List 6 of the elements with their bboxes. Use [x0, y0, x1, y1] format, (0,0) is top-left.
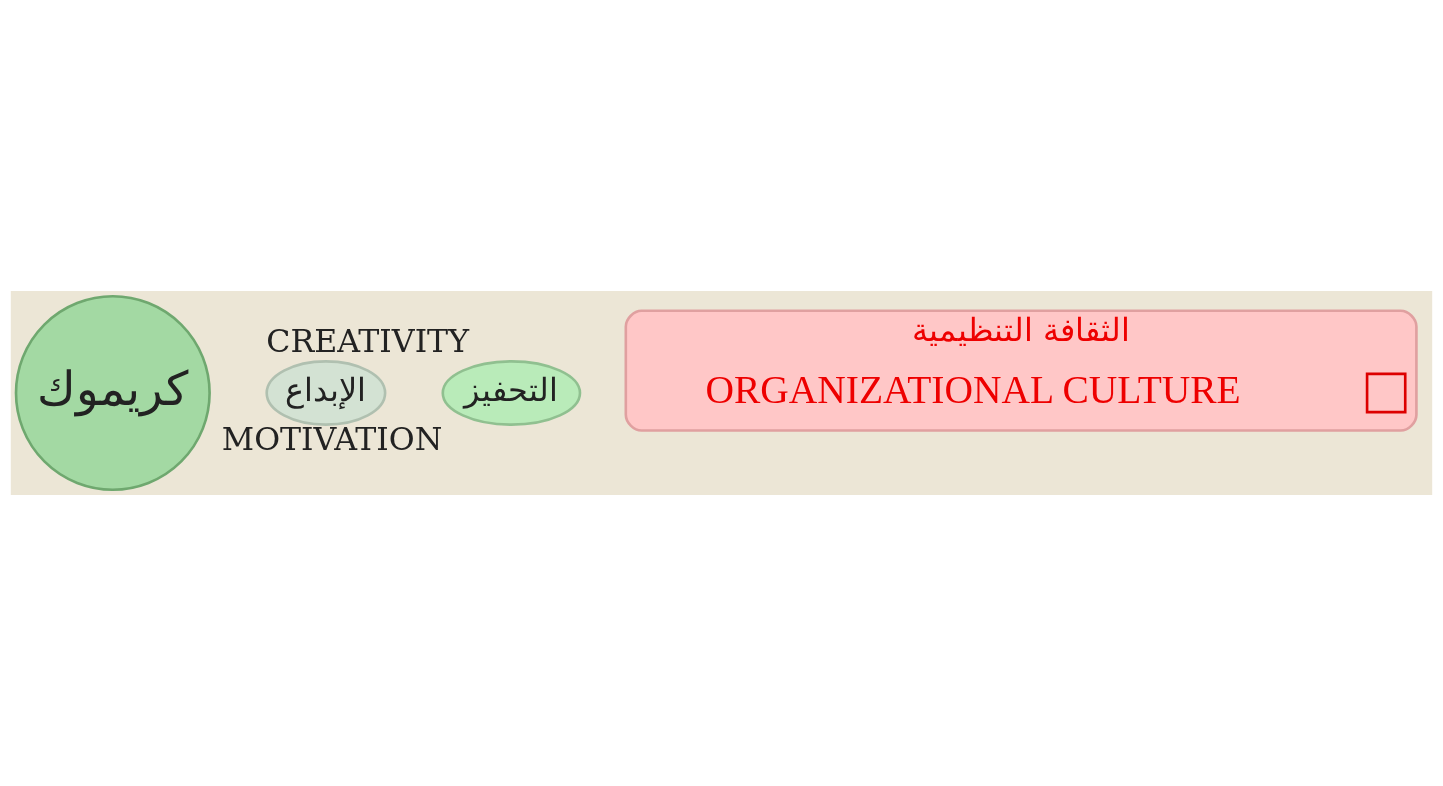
node-label: CREATIVITY	[266, 323, 470, 360]
node-ellipse: الإبداع	[265, 360, 387, 426]
node-box	[1365, 372, 1407, 414]
node-circle: كريموك	[14, 294, 211, 492]
node-label: ORGANIZATIONAL CULTURE	[705, 367, 1241, 412]
node-ellipse: التحفيز	[441, 360, 582, 426]
